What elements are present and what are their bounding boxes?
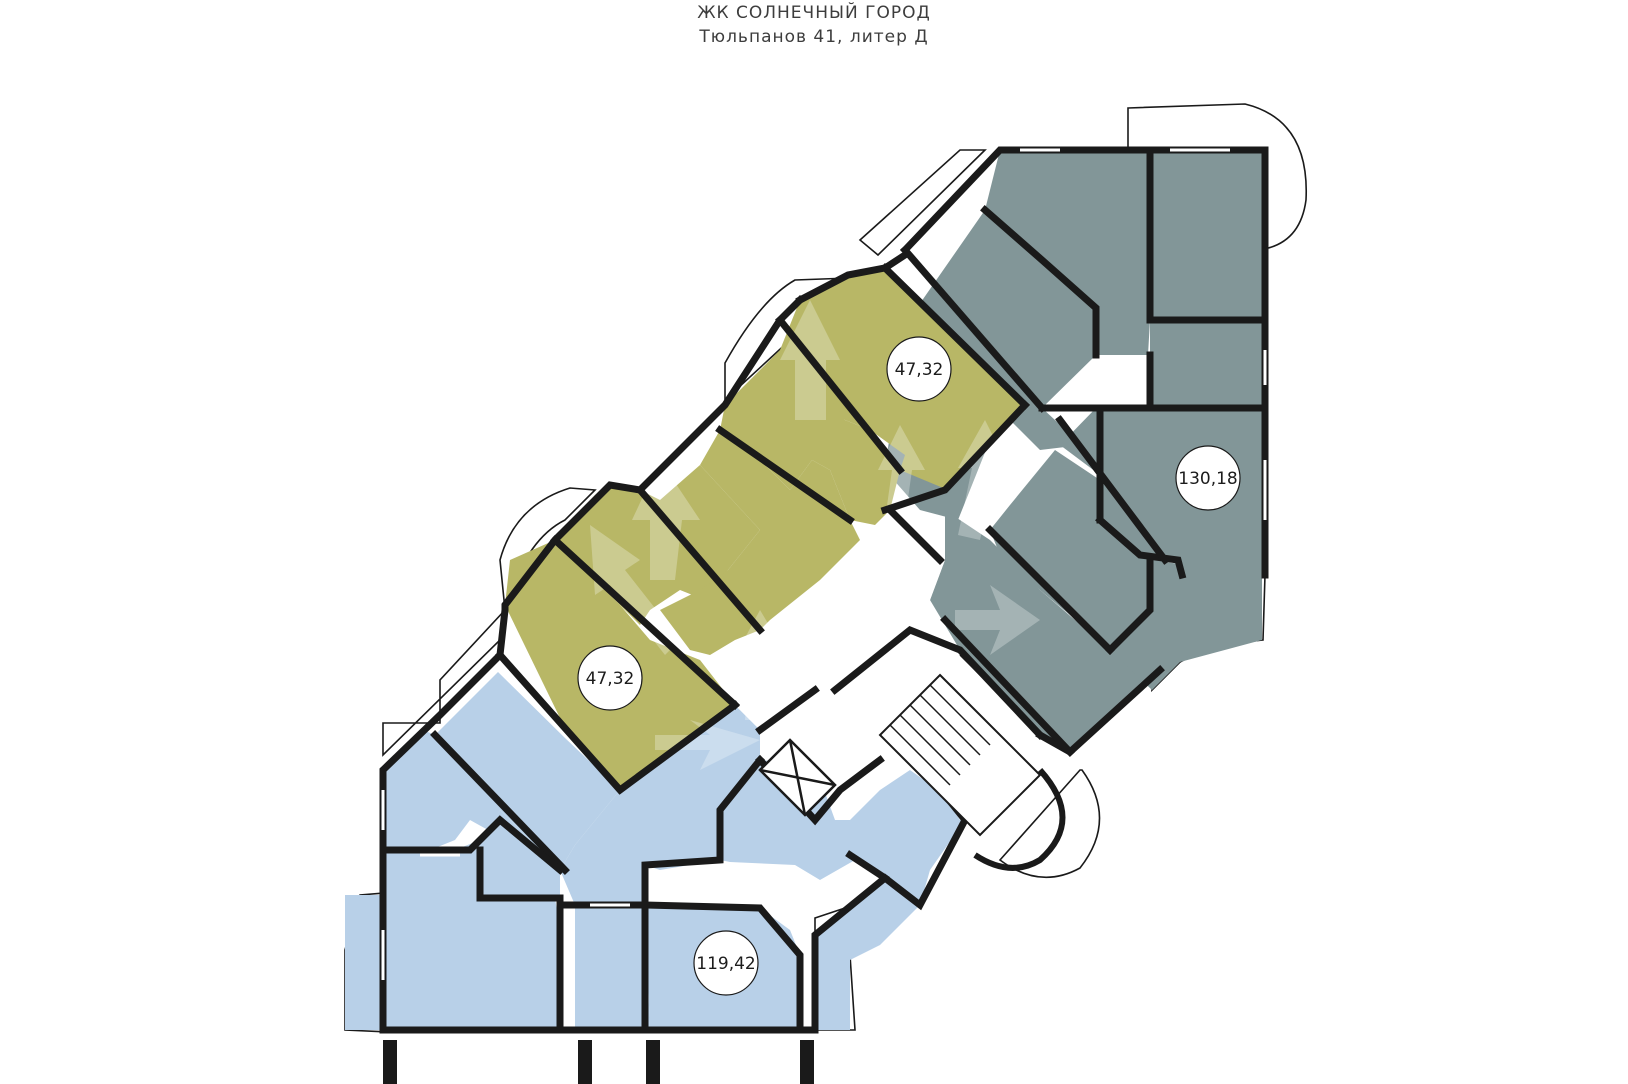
svg-text:119,42: 119,42 bbox=[696, 954, 755, 974]
wall-apt-a-11 bbox=[1105, 556, 1154, 655]
wall-blue-3 bbox=[476, 846, 564, 1034]
wall-apt-a-9 bbox=[940, 615, 1075, 757]
area-label-119-42: 119,42 bbox=[693, 930, 759, 996]
svg-text:130,18: 130,18 bbox=[1178, 469, 1237, 489]
area-label-47-32-upper: 47,32 bbox=[886, 336, 952, 402]
wall-olive-6 bbox=[495, 650, 740, 795]
wall-blue-5 bbox=[641, 755, 765, 909]
wall-common-3 bbox=[755, 685, 820, 735]
wall-blue-2 bbox=[379, 815, 565, 875]
apartment-119-42[interactable] bbox=[345, 672, 965, 1030]
outer-wall-northwest bbox=[795, 250, 910, 305]
wall-olive-3 bbox=[715, 425, 855, 525]
wall-olive-5 bbox=[550, 535, 740, 710]
balcony-west-top bbox=[858, 149, 987, 257]
plan-header: ЖК СОЛНЕЧНЫЙ ГОРОД Тюльпанов 41, литер Д bbox=[0, 0, 1628, 49]
wall-apt-a-1 bbox=[980, 205, 1100, 359]
wall-apt-a-3 bbox=[1146, 146, 1269, 324]
complex-name: ЖК СОЛНЕЧНЫЙ ГОРОД bbox=[697, 3, 931, 23]
svg-text:47,32: 47,32 bbox=[895, 360, 944, 380]
area-label-130-18: 130,18 bbox=[1175, 445, 1241, 511]
wall-olive-1 bbox=[880, 263, 1030, 410]
wall-blue-6 bbox=[641, 901, 804, 1034]
wall-apt-a-10 bbox=[880, 400, 1030, 515]
stair-bay-wall bbox=[973, 767, 1066, 871]
wall-apt-a-2 bbox=[900, 245, 1047, 413]
wall-apt-a-7 bbox=[1055, 415, 1170, 565]
wall-apt-a-4 bbox=[1038, 351, 1154, 412]
elevator-shaft-icon bbox=[758, 738, 837, 817]
wall-apt-a-8 bbox=[985, 525, 1115, 655]
foundation-piers bbox=[383, 1040, 814, 1084]
wall-blue-8 bbox=[845, 850, 890, 883]
area-label-47-32-lower: 47,32 bbox=[577, 645, 643, 711]
svg-text:47,32: 47,32 bbox=[586, 669, 635, 689]
wall-common-1 bbox=[885, 505, 945, 565]
wall-olive-2 bbox=[775, 315, 905, 475]
building-address: Тюльпанов 41, литер Д bbox=[699, 27, 929, 47]
wall-blue-1 bbox=[430, 730, 570, 875]
wall-common-2 bbox=[830, 625, 1045, 740]
window-marks bbox=[381, 148, 1267, 980]
wall-olive-4 bbox=[635, 485, 765, 635]
staircase-icon bbox=[878, 654, 1042, 837]
